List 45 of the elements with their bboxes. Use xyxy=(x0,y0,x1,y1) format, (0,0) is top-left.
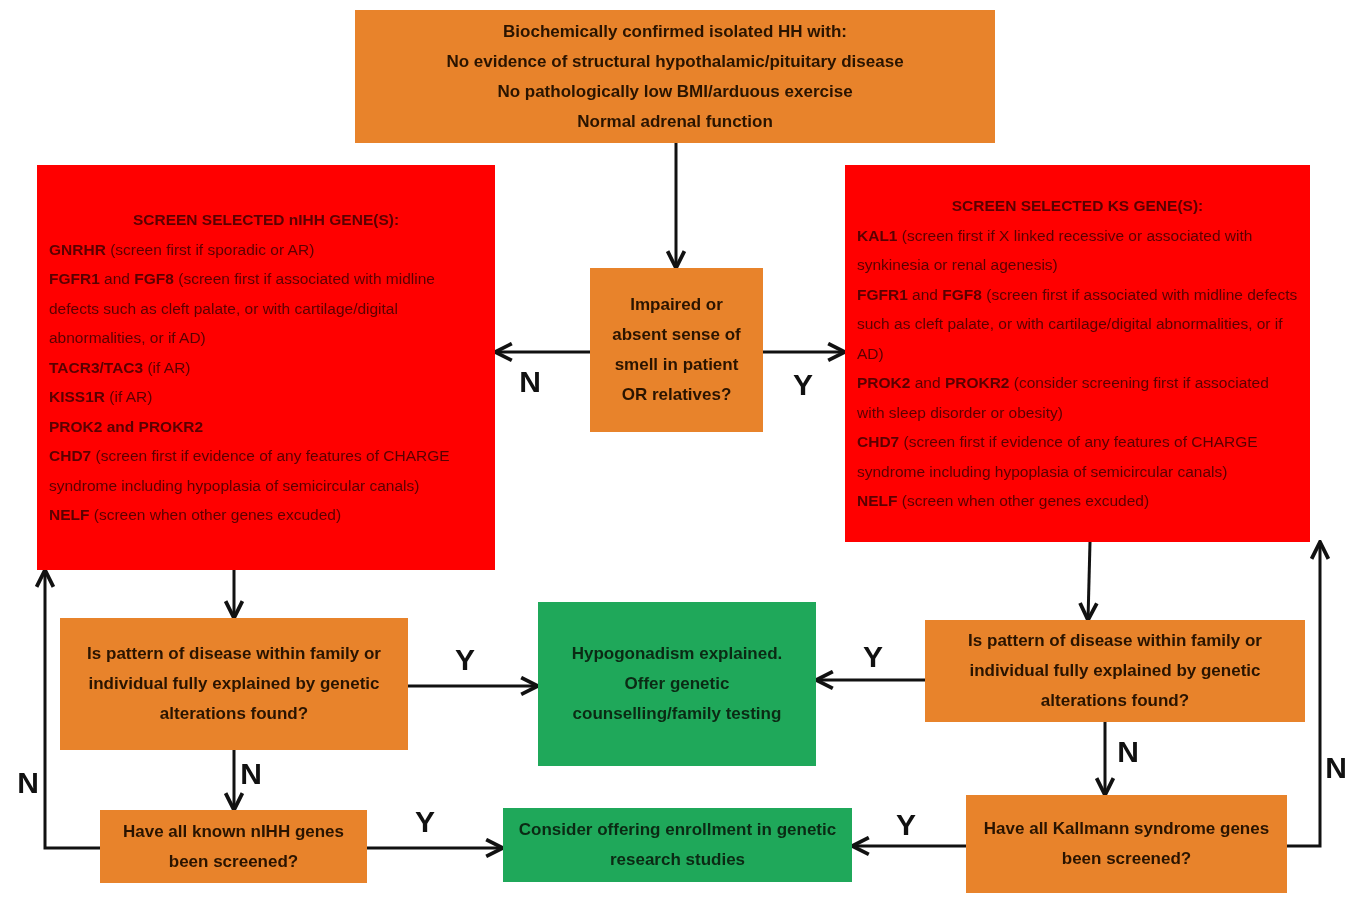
list-item: PROK2 and PROKR2 (consider screening first if associated with sleep disorder or obesity) xyxy=(857,373,1270,423)
list-item: KISS1R (if AR) xyxy=(49,387,154,408)
box-text: Biochemically confirmed isolated HH with: xyxy=(502,20,848,43)
list-item: KAL1 (screen first if X linked recessive or associated with synkinesia or renal agenesis) xyxy=(857,225,1254,276)
decision-box xyxy=(100,810,367,883)
start-box xyxy=(355,10,995,143)
box-text: Is pattern of disease within family or individual fully explained by genetic alterations found? xyxy=(86,643,382,725)
list-item: GNRHR (screen first if sporadic or AR) xyxy=(49,239,316,260)
arrow xyxy=(763,341,847,363)
box-text: Have all known nIHH genes been screened? xyxy=(121,820,346,873)
box-text: Impaired or absent sense of smell in patient OR relatives? xyxy=(611,294,742,406)
outcome-box xyxy=(503,808,852,882)
list-item: FGFR1 and FGF8 (screen first if associated with midline defects such as cleft palate, or with cartilage/digital abnormalities, or if AD) xyxy=(857,284,1298,364)
box-text: Is pattern of disease within family or individual fully explained by genetic alterations found? xyxy=(967,630,1263,712)
gene-list-box xyxy=(37,165,495,570)
list-heading: SCREEN SELECTED nIHH GENE(S): xyxy=(131,210,401,231)
decision-box xyxy=(60,618,408,750)
arrow xyxy=(1078,541,1099,622)
arrow xyxy=(367,837,505,859)
arrow xyxy=(665,143,687,270)
arrow xyxy=(408,675,540,697)
list-heading: SCREEN SELECTED KS GENE(S): xyxy=(950,196,1205,217)
box-text: No pathologically low BMI/arduous exercise xyxy=(496,80,854,103)
list-item: CHD7 (screen first if evidence of any features of CHARGE syndrome including hypoplasia of semicircular canals) xyxy=(857,432,1259,482)
decision-box xyxy=(925,620,1305,722)
arrow xyxy=(34,568,100,850)
box-text: Normal adrenal function xyxy=(576,110,774,133)
list-item: PROK2 and PROKR2 xyxy=(49,416,205,437)
arrow xyxy=(1094,722,1116,797)
arrow xyxy=(1287,540,1331,848)
decision-box xyxy=(966,795,1287,893)
list-item: TACR3/TAC3 (if AR) xyxy=(49,357,192,378)
outcome-box xyxy=(538,602,816,766)
list-item: NELF (screen when other genes excuded) xyxy=(49,505,343,526)
arrow xyxy=(223,750,245,812)
box-text: No evidence of structural hypothalamic/pituitary disease xyxy=(445,50,905,73)
box-text: Consider offering enrollment in genetic research studies xyxy=(517,819,838,871)
decision-box xyxy=(590,268,763,432)
box-text: Have all Kallmann syndrome genes been screened? xyxy=(982,818,1271,870)
gene-list-box xyxy=(845,165,1310,542)
list-item: NELF (screen when other genes excuded) xyxy=(857,491,1151,512)
arrow xyxy=(223,570,245,620)
box-text: Hypogonadism explained. Offer genetic counselling/family testing xyxy=(570,643,784,725)
list-item: CHD7 (screen first if evidence of any features of CHARGE syndrome including hypoplasia of semicircular canals) xyxy=(49,446,451,496)
list-item: FGFR1 and FGF8 (screen first if associated with midline defects such as cleft palate, or with cartilage/digital abnormalities, or if AD) xyxy=(49,269,436,349)
